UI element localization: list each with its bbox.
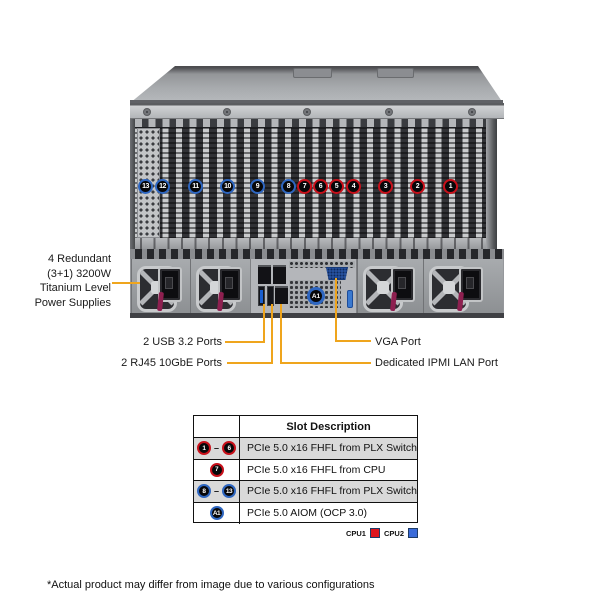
vent-holes — [289, 261, 355, 268]
ipmi-port-label: Dedicated IPMI LAN Port — [375, 357, 498, 369]
psu-label-line: Power Supplies — [34, 296, 111, 309]
slot-badge-6: 6 — [222, 441, 236, 456]
rj45-callout-line — [271, 304, 273, 364]
slot-badge-1: 1 — [196, 441, 211, 456]
table-header-description: Slot Description — [240, 416, 417, 438]
psu-label-line: (3+1) 3200W — [47, 267, 111, 280]
legend-cpu2-label: CPU2 — [383, 528, 404, 538]
vga-callout-line — [335, 278, 337, 342]
legend-cpu1-label: CPU1 — [345, 528, 366, 538]
vga-callout-line — [335, 340, 371, 342]
footnote: *Actual product may differ from image du… — [47, 579, 375, 591]
slot-badge-12: 12 — [155, 179, 170, 194]
rear-screw-strip — [130, 103, 504, 119]
psu-1 — [131, 259, 190, 313]
slot-badge-9: 9 — [250, 179, 265, 194]
slot-badge-13: 13 — [138, 179, 153, 194]
ipmi-lan-port — [275, 286, 288, 304]
vga-port-label: VGA Port — [375, 336, 421, 348]
table-row-a1-badge: A1 — [194, 502, 240, 524]
chassis-bottom-edge — [130, 313, 504, 318]
rj45-10gbe-port-2 — [273, 265, 286, 284]
table-row-desc: PCIe 5.0 x16 FHFL from PLX Switch — [240, 438, 417, 460]
chassis-right-wall — [486, 119, 497, 249]
perforated-band — [130, 249, 504, 259]
usb-ports-label: 2 USB 3.2 Ports — [143, 336, 222, 348]
cpu-legend: CPU1 CPU2 — [300, 527, 418, 539]
slot-badge-4: 4 — [346, 179, 361, 194]
table-row-slots-1-6-badges: 1 – 6 — [194, 438, 240, 460]
screw-icon — [303, 108, 311, 116]
psu-callout-line — [112, 282, 140, 284]
legend-cpu1-swatch — [369, 528, 380, 538]
rj45-callout-line — [227, 362, 273, 364]
screw-icon — [385, 108, 393, 116]
table-header-slot-cell — [194, 416, 240, 438]
slot-badge-a1: A1 — [209, 506, 224, 521]
slot-badge-11: 11 — [188, 179, 203, 194]
table-row-desc: PCIe 5.0 x16 FHFL from PLX Switch — [240, 481, 417, 503]
vga-port — [326, 267, 348, 280]
psu-2 — [190, 259, 250, 313]
psu-label-line: Titanium Level — [39, 282, 111, 294]
range-dash: – — [213, 486, 219, 497]
slot-badge-8: 8 — [196, 484, 211, 499]
aiom-latch — [347, 290, 353, 308]
ipmi-callout-line — [280, 362, 371, 364]
rj45-10gbe-port-1 — [258, 265, 271, 284]
slot-badge-1: 1 — [443, 179, 458, 194]
psu-power-inlet — [158, 267, 182, 302]
slot-top-band — [135, 119, 486, 128]
psu-3 — [357, 259, 423, 313]
table-row-desc: PCIe 5.0 x16 FHFL from CPU — [240, 460, 417, 481]
screw-icon — [223, 108, 231, 116]
ipmi-callout-line — [280, 304, 282, 364]
table-row-desc: PCIe 5.0 AIOM (OCP 3.0) — [247, 507, 368, 520]
psu-label: 4 Redundant (3+1) 3200W Titanium Level P… — [8, 252, 111, 310]
usb-port-2 — [267, 286, 274, 306]
psu-label-line: 4 Redundant — [48, 253, 111, 265]
usb-callout-line — [263, 304, 265, 343]
slot-description-table: Slot Description 1 – 6 PCIe 5.0 x16 FHFL… — [193, 415, 418, 524]
slot-badge-8: 8 — [281, 179, 296, 194]
slot-badge-6: 6 — [313, 179, 328, 194]
slot-bottom-band — [135, 238, 486, 249]
lid-shadow — [130, 100, 503, 104]
io-panel: A1 — [250, 259, 357, 313]
slot-badge-7: 7 — [297, 179, 312, 194]
slot-badge-3: 3 — [378, 179, 393, 194]
slot-badge-13: 13 — [222, 484, 236, 499]
slot-badge-10: 10 — [220, 179, 235, 194]
table-row-slot-7-badge: 7 — [194, 459, 240, 481]
slot-badge-5: 5 — [329, 179, 344, 194]
slot-badge-7: 7 — [209, 462, 224, 477]
chassis-left-wall — [130, 119, 135, 249]
table-row-slots-8-13-badges: 8 – 13 — [194, 481, 240, 503]
aiom-a1-badge: A1 — [307, 287, 325, 305]
range-dash: – — [213, 443, 219, 454]
screw-icon — [143, 108, 151, 116]
usb-port-1 — [258, 286, 265, 306]
lid-handle-left — [293, 68, 332, 78]
usb-callout-line — [225, 341, 265, 343]
slot-badge-2: 2 — [410, 179, 425, 194]
rj45-ports-label: 2 RJ45 10GbE Ports — [121, 357, 222, 369]
lid-handle-right — [377, 68, 414, 78]
psu-4 — [423, 259, 503, 313]
screw-icon — [468, 108, 476, 116]
legend-cpu2-swatch — [408, 528, 418, 538]
